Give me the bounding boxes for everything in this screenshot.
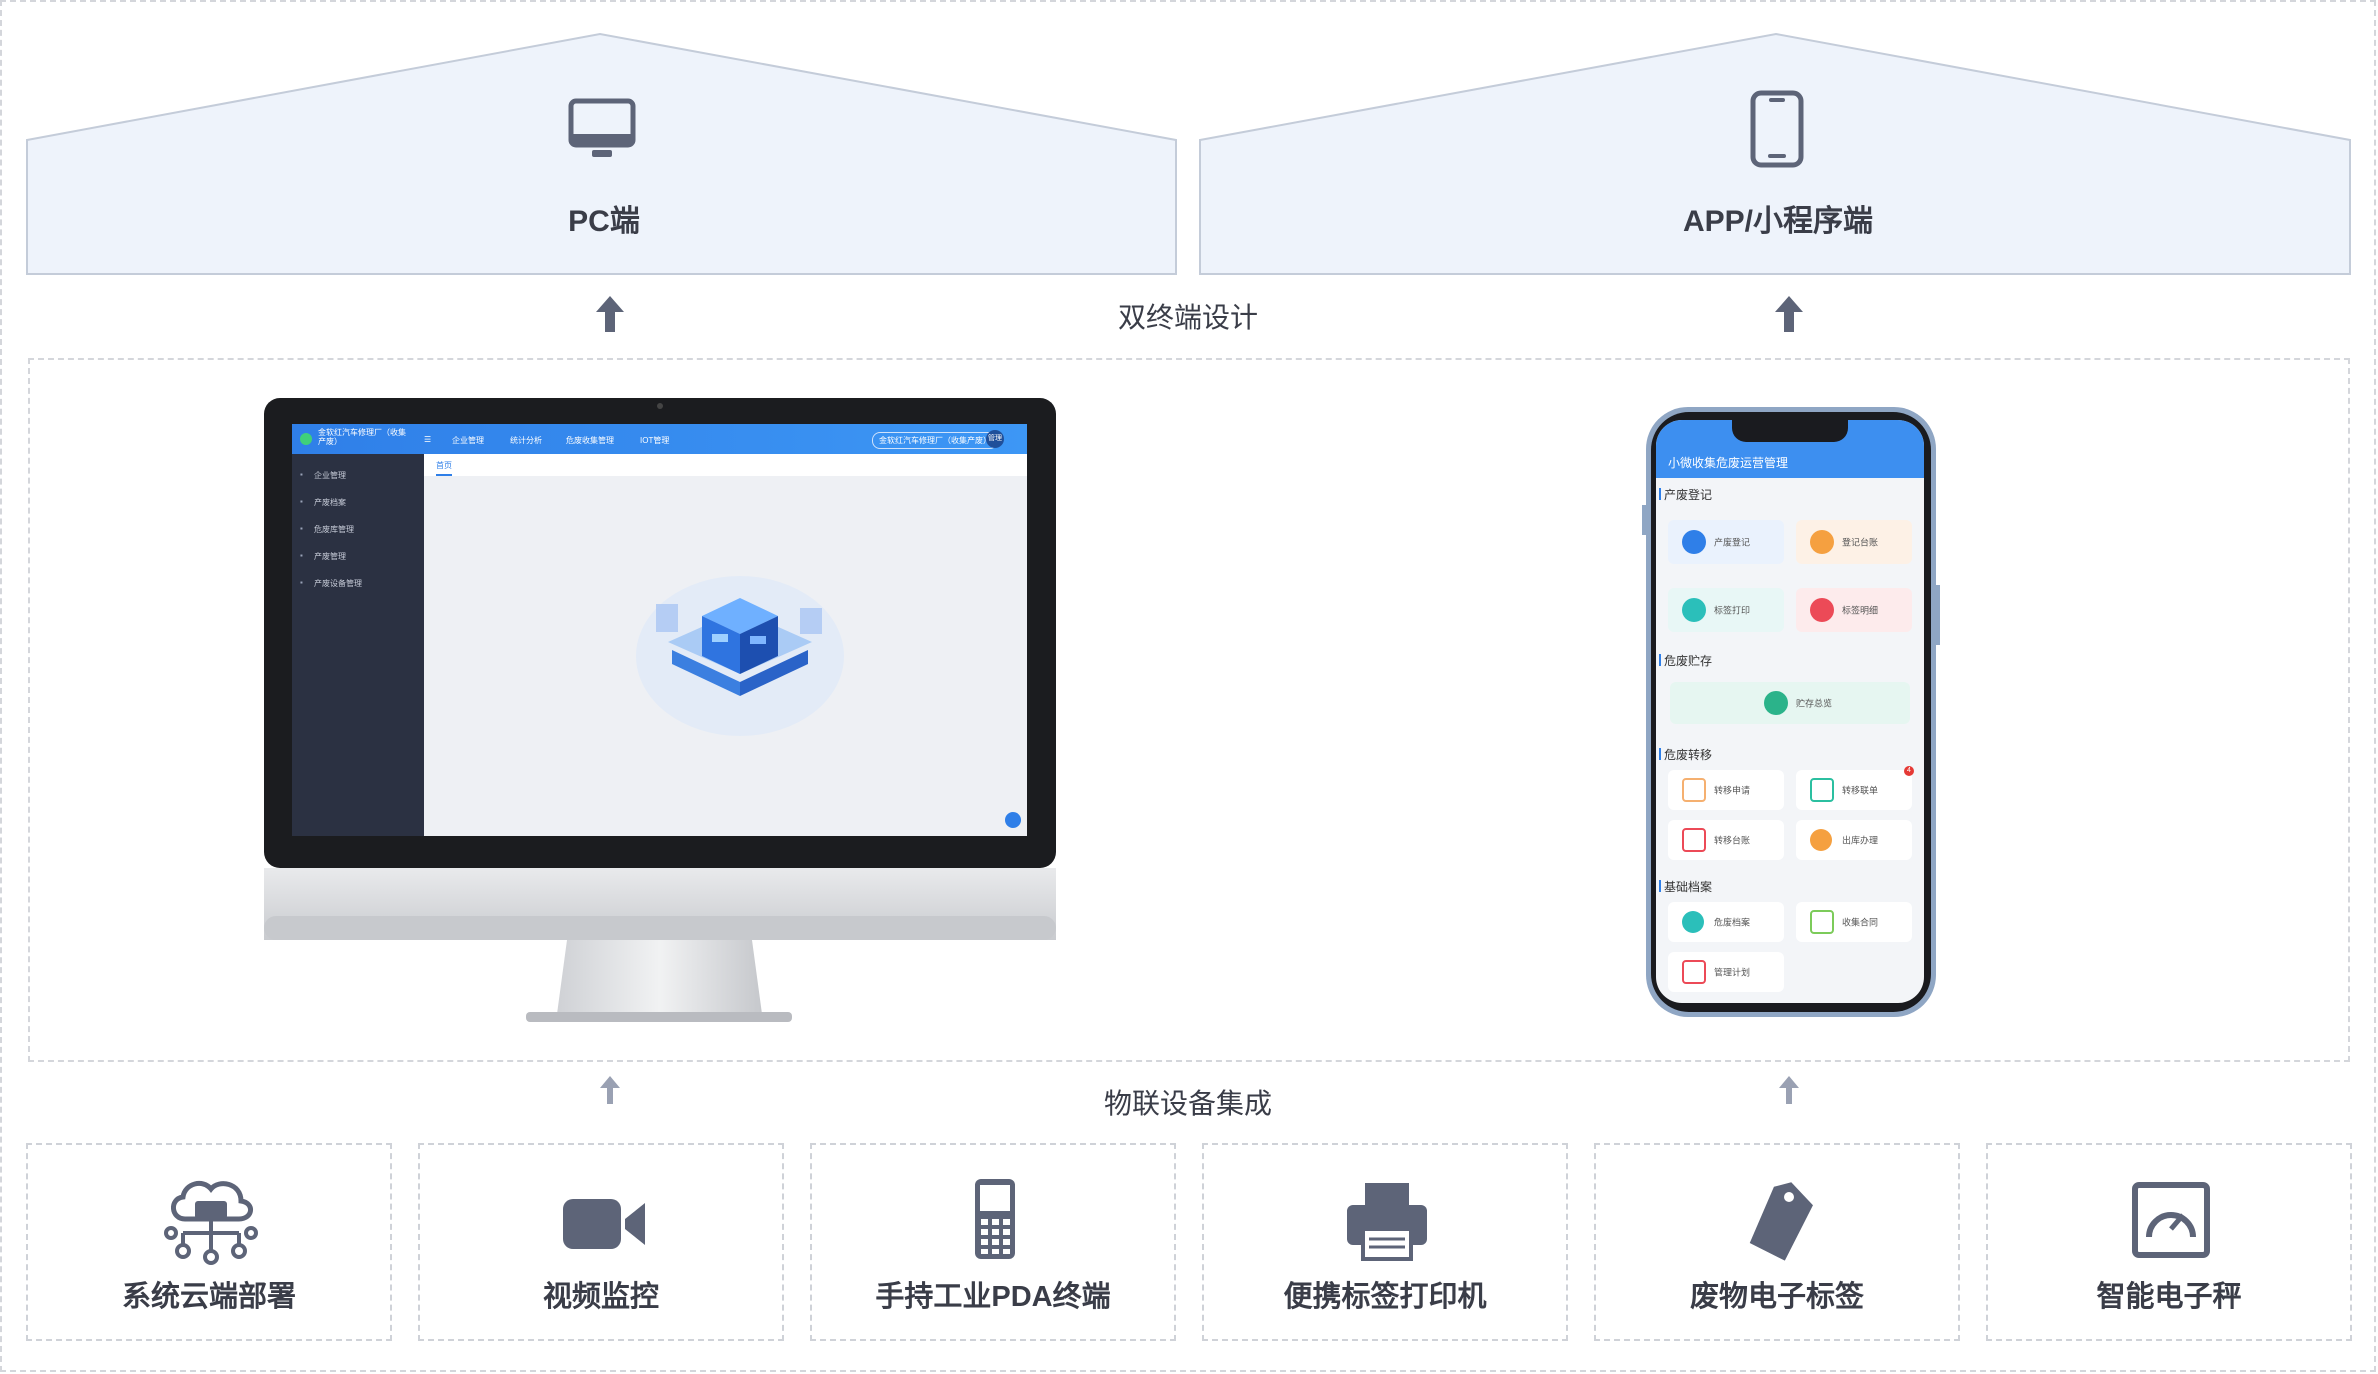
tab-home[interactable]: 首页 bbox=[436, 460, 452, 476]
transfer-form-icon bbox=[1810, 778, 1834, 802]
tile-label: 收集合同 bbox=[1842, 917, 1879, 928]
isometric-server-illustration bbox=[636, 576, 844, 736]
tile-label: 转移台账 bbox=[1714, 835, 1751, 846]
tile-label: 危废档案 bbox=[1714, 917, 1751, 928]
device-card-pda: 手持工业PDA终端 bbox=[810, 1143, 1176, 1341]
phone-app-title: 小微收集危废运营管理 bbox=[1668, 456, 1789, 470]
pc-top-bar: 金软红汽车修理厂（收集产废） ☰ 企业管理 统计分析 危废收集管理 IOT管理 … bbox=[292, 424, 1027, 454]
phone-header: 小微收集危废运营管理 bbox=[1656, 420, 1924, 478]
tile-button[interactable]: 贮存总览 bbox=[1670, 682, 1910, 724]
section-title: 危废贮存 bbox=[1658, 654, 1713, 668]
waste-archive-icon bbox=[1682, 911, 1704, 933]
roof-shapes bbox=[26, 32, 2351, 275]
tile-label: 标签明细 bbox=[1842, 605, 1879, 616]
tile-label: 登记台账 bbox=[1842, 537, 1879, 548]
storage-icon bbox=[1764, 691, 1788, 715]
menu-item[interactable]: IOT管理 bbox=[640, 436, 670, 445]
device-label: 智能电子秤 bbox=[2096, 1281, 2242, 1313]
pc-logo-text: 金软红汽车修理厂（收集产废） bbox=[318, 428, 406, 446]
arrow-up-icon bbox=[1779, 1076, 1799, 1104]
menu-toggle-icon[interactable]: ☰ bbox=[424, 435, 432, 444]
pc-screen: 金软红汽车修理厂（收集产废） ☰ 企业管理 统计分析 危废收集管理 IOT管理 … bbox=[292, 424, 1027, 836]
tile-button[interactable]: 转移联单 4 bbox=[1796, 766, 1914, 810]
tile-button[interactable]: 转移台账 bbox=[1668, 820, 1784, 860]
ledger-icon bbox=[1810, 530, 1834, 554]
chat-icon[interactable] bbox=[1005, 812, 1021, 828]
iot-label: 物联设备集成 bbox=[1103, 1088, 1272, 1119]
phone-notch bbox=[1732, 420, 1848, 442]
printer-icon bbox=[1347, 1183, 1427, 1261]
pda-handheld-icon bbox=[975, 1179, 1015, 1259]
tile-label: 转移申请 bbox=[1714, 785, 1751, 796]
pc-section-title: PC端 bbox=[568, 205, 640, 238]
tile-button[interactable]: 管理计划 bbox=[1668, 952, 1784, 992]
arrow-up-icon bbox=[596, 296, 624, 332]
phone-icon bbox=[1750, 90, 1804, 168]
transfer-apply-icon bbox=[1682, 778, 1706, 802]
device-label: 废物电子标签 bbox=[1689, 1281, 1864, 1313]
device-label: 视频监控 bbox=[542, 1281, 659, 1313]
sidebar-item[interactable]: 产废档案 bbox=[300, 497, 346, 508]
menu-item[interactable]: 企业管理 bbox=[452, 436, 484, 445]
tag-icon bbox=[1749, 1182, 1813, 1261]
plan-icon bbox=[1682, 960, 1706, 984]
tile-button[interactable]: 标签明细 bbox=[1796, 588, 1912, 632]
section-title: 基础档案 bbox=[1658, 880, 1713, 894]
terminal-frame bbox=[28, 358, 2350, 1062]
app-section-title: APP/小程序端 bbox=[1682, 205, 1874, 238]
tile-label: 出库办理 bbox=[1842, 835, 1879, 846]
device-card-printer: 便携标签打印机 bbox=[1202, 1143, 1568, 1341]
video-camera-icon bbox=[563, 1199, 645, 1249]
sidebar-item[interactable]: 产废设备管理 bbox=[300, 578, 362, 589]
sidebar-item[interactable]: 危废库管理 bbox=[300, 524, 354, 535]
device-label: 手持工业PDA终端 bbox=[875, 1281, 1111, 1313]
logo-icon bbox=[300, 433, 312, 445]
section-title: 产废登记 bbox=[1658, 488, 1713, 502]
tile-label: 管理计划 bbox=[1714, 967, 1751, 978]
tile-label: 产废登记 bbox=[1714, 537, 1751, 548]
device-card-scale: 智能电子秤 bbox=[1986, 1143, 2352, 1341]
tile-button[interactable]: 登记台账 bbox=[1796, 520, 1912, 564]
section-title: 危废转移 bbox=[1658, 748, 1713, 762]
menu-item[interactable]: 危废收集管理 bbox=[566, 436, 614, 445]
monitor-icon bbox=[568, 98, 636, 157]
device-card-video: 视频监控 bbox=[418, 1143, 784, 1341]
cloud-network-icon bbox=[164, 1180, 258, 1265]
pc-sidebar: 企业管理 产废档案 危废库管理 产废管理 产废设备管理 bbox=[292, 454, 424, 836]
tile-button[interactable]: 转移申请 bbox=[1668, 770, 1784, 810]
register-icon bbox=[1682, 530, 1706, 554]
device-card-cloud: 系统云端部署 bbox=[26, 1143, 392, 1341]
tab-bar: 首页 bbox=[424, 454, 1027, 476]
tile-button[interactable]: 危废档案 bbox=[1668, 902, 1784, 942]
contract-icon bbox=[1810, 910, 1834, 934]
phone-screen: 小微收集危废运营管理 产废登记 产废登记 登记台账 标签打印 标签明细 危废贮存… bbox=[1656, 420, 1924, 1003]
transfer-ledger-icon bbox=[1682, 828, 1706, 852]
sidebar-item[interactable]: 企业管理 bbox=[300, 470, 346, 481]
tile-button[interactable]: 出库办理 bbox=[1796, 820, 1912, 860]
label-detail-icon bbox=[1810, 598, 1834, 622]
tile-button[interactable]: 产废登记 bbox=[1668, 520, 1784, 564]
avatar[interactable]: 管理 bbox=[986, 430, 1004, 448]
tile-label: 转移联单 bbox=[1842, 785, 1879, 796]
print-label-icon bbox=[1682, 598, 1706, 622]
user-pill[interactable]: 金软红汽车修理厂（收集产废） bbox=[872, 432, 998, 449]
outbound-icon bbox=[1810, 829, 1832, 851]
scale-icon bbox=[2132, 1182, 2210, 1258]
device-label: 便携标签打印机 bbox=[1283, 1281, 1487, 1313]
arrow-up-icon bbox=[600, 1076, 620, 1104]
dual-terminal-label: 双终端设计 bbox=[1117, 302, 1258, 333]
arrow-up-icon bbox=[1775, 296, 1803, 332]
device-label: 系统云端部署 bbox=[121, 1281, 296, 1313]
sidebar-item[interactable]: 产废管理 bbox=[300, 551, 346, 562]
tile-button[interactable]: 收集合同 bbox=[1796, 902, 1912, 942]
menu-item[interactable]: 统计分析 bbox=[510, 436, 542, 445]
notification-badge: 4 bbox=[1904, 766, 1914, 776]
device-card-tag: 废物电子标签 bbox=[1594, 1143, 1960, 1341]
tile-label: 标签打印 bbox=[1714, 605, 1751, 616]
tile-button[interactable]: 标签打印 bbox=[1668, 588, 1784, 632]
tile-label: 贮存总览 bbox=[1796, 698, 1833, 709]
